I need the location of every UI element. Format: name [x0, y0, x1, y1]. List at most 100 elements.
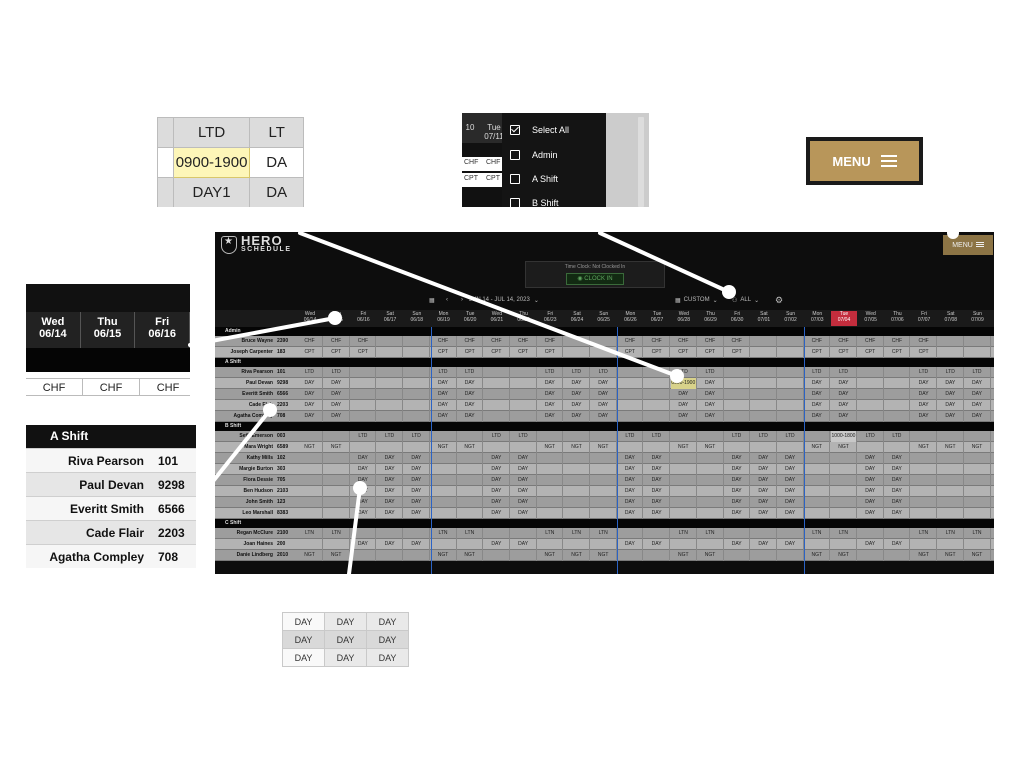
shift-cell[interactable] [778, 528, 804, 539]
shift-cell[interactable] [671, 508, 697, 519]
shift-cell[interactable] [778, 550, 804, 561]
employee-name[interactable]: Joseph Carpenter [230, 349, 273, 355]
shift-cell[interactable]: DAY [804, 411, 831, 422]
shift-cell[interactable]: DAY [297, 378, 323, 389]
shift-cell[interactable]: DAY [457, 378, 484, 389]
shift-cell[interactable] [591, 453, 617, 464]
shift-cell[interactable] [965, 347, 991, 358]
shift-cell[interactable] [644, 400, 671, 411]
shift-cell[interactable] [778, 367, 804, 378]
shift-cell[interactable]: DAY [282, 630, 325, 649]
shift-cell[interactable] [751, 550, 777, 561]
shift-cell[interactable]: DAY [591, 389, 617, 400]
shift-cell[interactable] [564, 486, 590, 497]
shift-cell[interactable]: DAY [617, 508, 644, 519]
shift-cell[interactable] [831, 486, 857, 497]
shift-cell[interactable] [404, 378, 430, 389]
shift-cell[interactable]: DAY [778, 464, 804, 475]
shift-cell[interactable] [644, 411, 671, 422]
shift-cell[interactable]: LTN [324, 528, 350, 539]
shift-cell[interactable]: DAY [511, 453, 537, 464]
shift-cell[interactable] [751, 378, 777, 389]
shift-cell[interactable] [778, 400, 804, 411]
shift-cell[interactable]: DAY [511, 475, 537, 486]
shift-cell[interactable] [537, 539, 564, 550]
shift-cell[interactable] [698, 508, 724, 519]
shift-cell[interactable]: DAY [644, 453, 671, 464]
shift-cell[interactable]: LTN [457, 528, 484, 539]
shift-cell[interactable]: CPT [617, 347, 644, 358]
shift-cell[interactable] [404, 367, 430, 378]
shift-cell[interactable]: DAY [884, 464, 911, 475]
shift-cell[interactable] [938, 336, 964, 347]
shift-cell[interactable]: LTD [537, 367, 564, 378]
shift-cell[interactable]: DAY [537, 411, 564, 422]
shift-cell[interactable] [965, 486, 991, 497]
shift-cell[interactable] [965, 539, 991, 550]
shift-cell[interactable]: LTD [778, 431, 804, 442]
employee-name[interactable]: Cade Flair [248, 402, 273, 408]
shift-cell[interactable]: NGT [911, 550, 938, 561]
shift-cell[interactable]: DAY [297, 411, 323, 422]
shift-cell[interactable]: DAY [778, 453, 804, 464]
shift-cell[interactable]: LTD [511, 431, 537, 442]
shift-cell[interactable]: DAY [511, 486, 537, 497]
shift-cell[interactable] [831, 539, 857, 550]
shift-cell[interactable]: DAY [804, 389, 831, 400]
shift-cell[interactable] [751, 389, 777, 400]
shift-cell[interactable]: NGT [297, 550, 323, 561]
employee-name[interactable]: Riva Pearson [241, 369, 273, 375]
shift-cell[interactable]: DAY [591, 378, 617, 389]
shift-cell[interactable] [884, 528, 911, 539]
shift-cell[interactable] [297, 453, 323, 464]
shift-cell[interactable] [511, 442, 537, 453]
shift-cell[interactable] [804, 464, 831, 475]
shift-cell[interactable] [751, 442, 777, 453]
shift-cell[interactable]: DAY [404, 464, 430, 475]
shift-cell[interactable]: DAY [858, 508, 884, 519]
shift-cell[interactable] [297, 475, 323, 486]
shift-cell[interactable] [431, 431, 457, 442]
shift-cell[interactable] [297, 431, 323, 442]
shift-cell[interactable]: CPT [324, 347, 350, 358]
shift-cell[interactable]: DAY [965, 389, 991, 400]
employee-name[interactable]: Kathy Mills [246, 455, 273, 461]
shift-cell[interactable] [377, 442, 404, 453]
shift-cell[interactable]: DAY [884, 486, 911, 497]
shift-cell[interactable] [858, 528, 884, 539]
shift-cell[interactable]: DAY [366, 648, 409, 667]
employee-name[interactable]: Regan McClure [236, 530, 273, 536]
shift-cell[interactable] [564, 453, 590, 464]
shift-cell[interactable]: DAY [350, 453, 377, 464]
employee-name[interactable]: Paul Devan [246, 380, 273, 386]
shift-cell[interactable] [324, 453, 350, 464]
shift-cell[interactable]: DAY [404, 539, 430, 550]
shift-cell[interactable]: DAY [938, 389, 964, 400]
shift-cell[interactable]: DAY [350, 475, 377, 486]
shift-cell[interactable]: DAY [297, 389, 323, 400]
shift-cell[interactable]: NGT [564, 550, 590, 561]
shift-cell[interactable]: DAY [511, 508, 537, 519]
shift-cell[interactable] [324, 464, 350, 475]
shift-cell[interactable]: DAY [457, 400, 484, 411]
shift-cell[interactable]: NGT [431, 442, 457, 453]
shift-cell[interactable] [431, 497, 457, 508]
shift-cell[interactable]: CHF [83, 378, 140, 396]
shift-cell[interactable] [591, 475, 617, 486]
shift-cell[interactable]: DAY [377, 497, 404, 508]
shift-cell[interactable]: NGT [831, 442, 857, 453]
shift-cell[interactable]: CPT [884, 347, 911, 358]
shift-cell[interactable]: CPT [457, 347, 484, 358]
shift-cell[interactable]: DAY [484, 486, 510, 497]
shift-cell[interactable] [724, 528, 751, 539]
shift-cell[interactable]: DAY [751, 508, 777, 519]
shift-cell[interactable]: CHF [884, 336, 911, 347]
shift-cell[interactable] [404, 400, 430, 411]
shift-cell[interactable]: DAY [377, 453, 404, 464]
shift-cell[interactable] [350, 400, 377, 411]
